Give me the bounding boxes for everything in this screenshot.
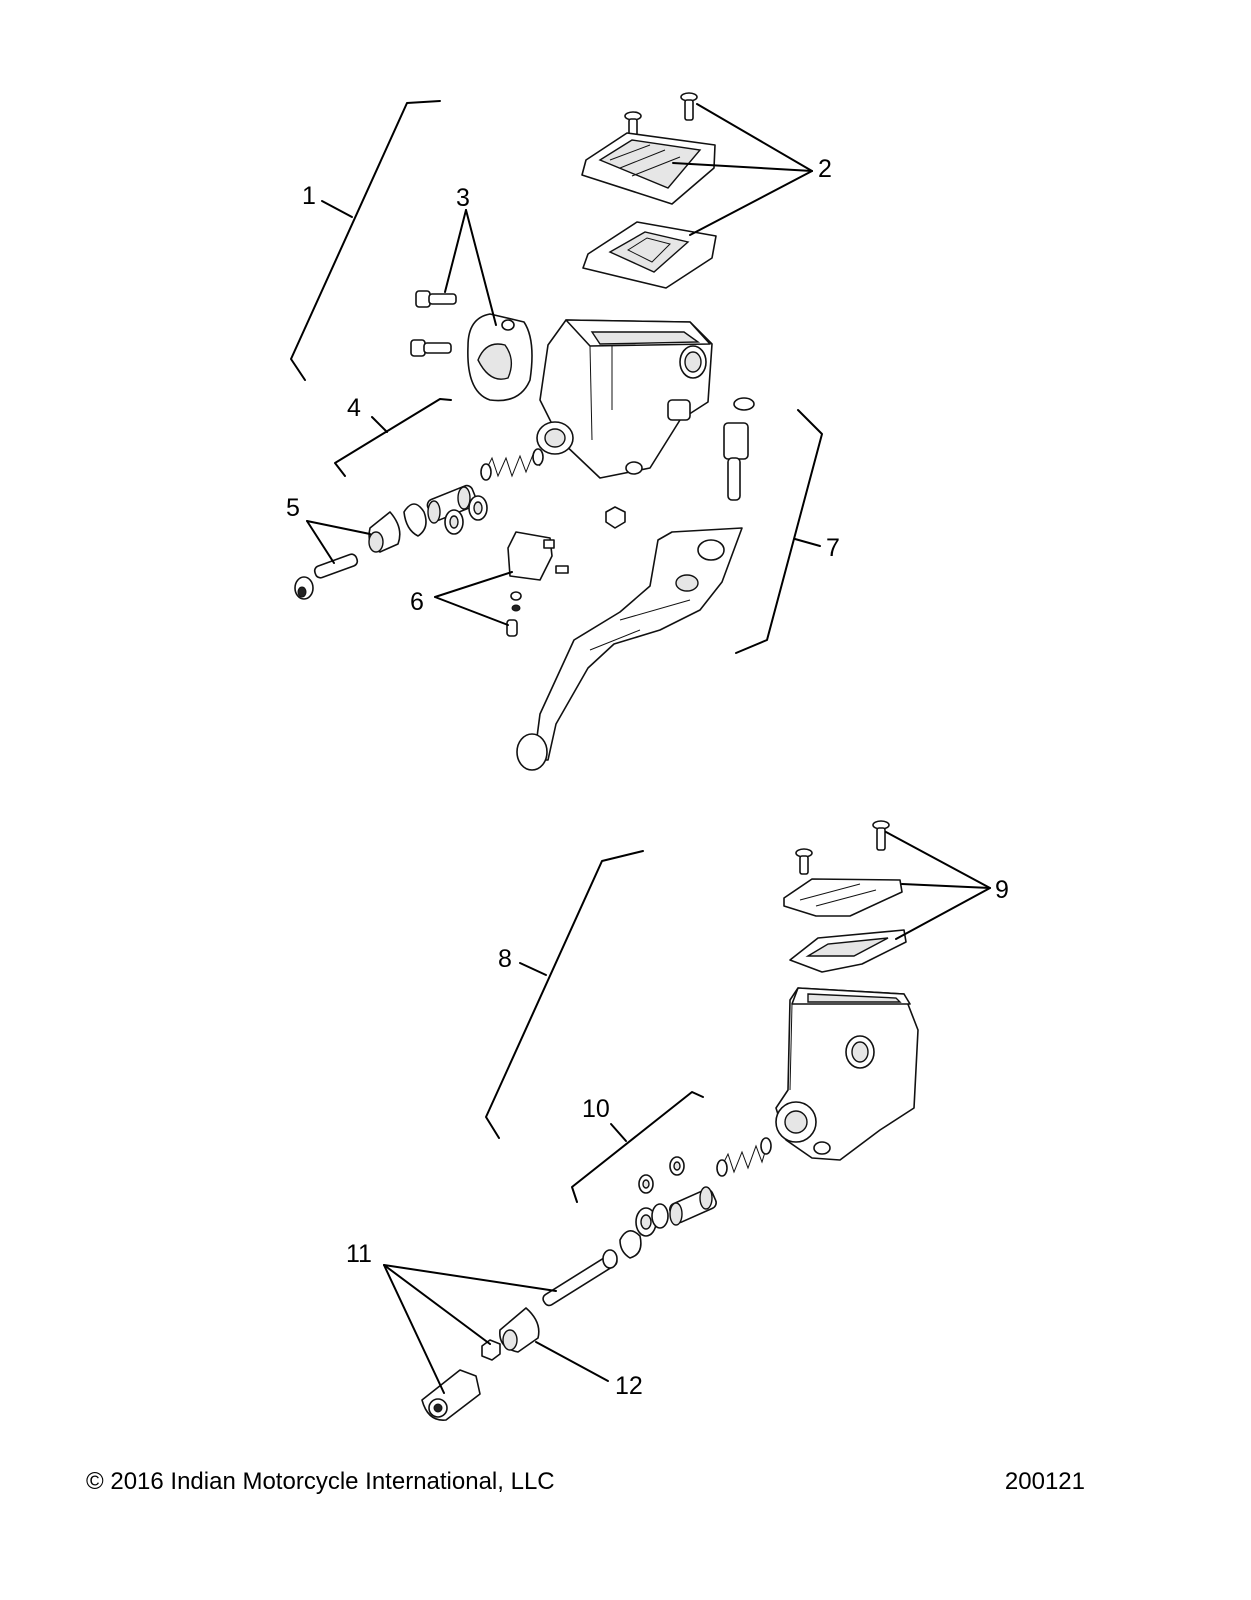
callout-6: 6 — [410, 588, 424, 616]
lever-pivot-hardware — [605, 397, 755, 529]
diagram-id: 200121 — [1004, 1468, 1085, 1495]
leader-3a — [444, 209, 467, 293]
callout-10: 10 — [582, 1095, 610, 1123]
dust-boot-upper — [368, 511, 401, 553]
bracket-10 — [571, 1091, 704, 1203]
leader-12 — [535, 1341, 609, 1382]
clutch-lever — [516, 527, 743, 771]
switch-hardware — [506, 591, 522, 637]
master-cylinder-body-lower — [775, 987, 919, 1161]
handlebar-clamp — [467, 313, 533, 402]
jam-nut-lower — [481, 1339, 501, 1361]
callout-2: 2 — [818, 155, 832, 183]
leader-5a — [306, 520, 371, 535]
leader-2c — [689, 170, 813, 236]
reservoir-diaphragm-lower — [789, 929, 907, 973]
reservoir-diaphragm-upper — [582, 221, 717, 289]
callout-7: 7 — [826, 534, 840, 562]
brake-light-switch — [507, 531, 569, 581]
piston-seals-lower — [638, 1156, 685, 1194]
return-spring-upper — [480, 448, 544, 481]
callout-8: 8 — [498, 945, 512, 973]
leader-11b — [383, 1264, 491, 1345]
leader-6a — [434, 571, 513, 598]
piston-seals-upper — [444, 495, 488, 535]
leader-4 — [371, 416, 388, 433]
pushrod-lower — [542, 1249, 618, 1307]
leader-9a — [885, 831, 991, 889]
clevis-lower — [421, 1369, 481, 1421]
leader-6b — [434, 596, 509, 626]
bracket-1 — [290, 100, 441, 381]
bracket-8 — [485, 850, 644, 1139]
return-spring-lower — [716, 1137, 772, 1177]
bracket-7 — [735, 409, 823, 654]
copyright-notice: © 2016 Indian Motorcycle International, … — [86, 1468, 555, 1495]
leader-7 — [794, 538, 821, 547]
callout-1: 1 — [302, 182, 316, 210]
reservoir-cover-upper — [581, 132, 716, 205]
callout-3: 3 — [456, 184, 470, 212]
master-cylinder-body-upper — [536, 319, 713, 479]
leader-2a — [696, 103, 813, 172]
seal-rings-lower — [619, 1203, 669, 1259]
retaining-ring-upper — [403, 503, 427, 537]
leader-3b — [465, 209, 497, 326]
cover-screws-lower — [795, 820, 890, 875]
leader-1 — [321, 200, 353, 218]
callout-12: 12 — [615, 1372, 643, 1400]
piston-lower — [669, 1186, 717, 1226]
clamp-bolts — [410, 290, 457, 357]
leader-10 — [610, 1123, 627, 1142]
cover-screws-upper — [624, 92, 698, 140]
leader-5b — [306, 520, 335, 564]
reservoir-cover-lower — [783, 878, 903, 917]
dust-boot-lower — [499, 1307, 540, 1353]
callout-4: 4 — [347, 394, 361, 422]
bracket-4 — [334, 398, 452, 477]
callout-11: 11 — [346, 1240, 372, 1268]
leader-11c — [383, 1264, 445, 1394]
leader-9b — [901, 883, 991, 889]
leader-9c — [895, 887, 991, 940]
callout-9: 9 — [995, 876, 1009, 904]
leader-2b — [672, 162, 813, 172]
pushrod-upper — [294, 553, 359, 600]
leader-11a — [383, 1264, 557, 1292]
callout-5: 5 — [286, 494, 300, 522]
leader-8 — [519, 962, 547, 976]
